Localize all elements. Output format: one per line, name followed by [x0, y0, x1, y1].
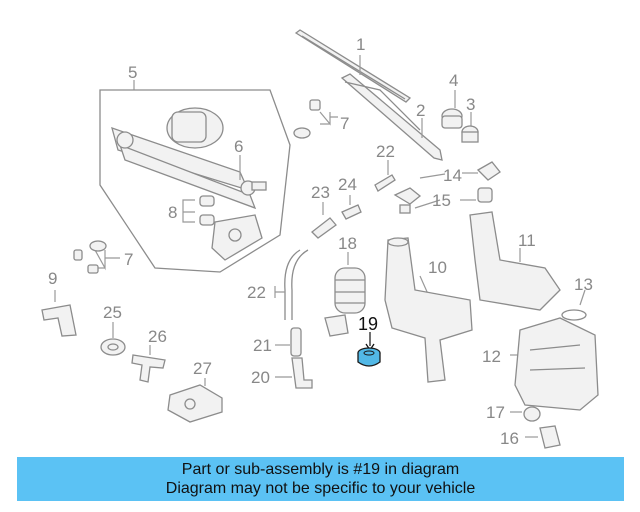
- wiper-arm: [340, 73, 443, 161]
- parts-diagram: 1 2 3 4 5 6 7 7 8 9 10 11 12 13 14 15 16…: [41, 29, 599, 449]
- label-part-22-left: 22: [247, 283, 266, 302]
- label-part-1: 1: [356, 35, 365, 54]
- hose-coupling: [275, 327, 302, 357]
- washer-hose: [274, 160, 396, 320]
- label-part-11: 11: [518, 231, 536, 250]
- wiper-blade: [294, 29, 412, 103]
- hose-elbow: [275, 357, 313, 389]
- nut-lower: [73, 240, 120, 274]
- linkage-bolt: [239, 155, 267, 191]
- nut-upper: [293, 99, 338, 139]
- label-part-18: 18: [338, 234, 357, 253]
- hose-connector: [131, 345, 166, 383]
- main-reservoir: [510, 317, 599, 411]
- wiper-nut-cap: [441, 90, 463, 129]
- info-banner: Part or sub-assembly is #19 in diagram D…: [17, 457, 624, 501]
- label-part-21: 21: [253, 336, 272, 355]
- label-part-26: 26: [148, 327, 167, 346]
- label-part-12: 12: [482, 347, 501, 366]
- nozzle-housing: [167, 378, 223, 423]
- label-part-24: 24: [338, 175, 357, 194]
- level-sensor: [525, 425, 561, 449]
- label-part-15: 15: [432, 191, 451, 210]
- label-part-10: 10: [428, 258, 447, 277]
- label-part-27: 27: [193, 359, 212, 378]
- label-part-13: 13: [574, 275, 593, 294]
- reservoir-cap: [393, 161, 501, 205]
- wiper-arm-seal: [461, 112, 479, 143]
- label-part-8: 8: [168, 203, 177, 222]
- wiper-linkage-frame: [99, 80, 291, 273]
- label-part-4: 4: [449, 71, 458, 90]
- label-part-6: 6: [234, 137, 243, 156]
- reservoir-filler-neck: [384, 237, 473, 383]
- label-part-9: 9: [48, 269, 57, 288]
- washer-pump: [324, 252, 366, 337]
- label-part-7-lower: 7: [124, 250, 133, 269]
- valve-connector: [341, 195, 362, 220]
- label-part-14: 14: [443, 166, 462, 185]
- reservoir-seal: [561, 289, 587, 321]
- linkage-bushing: [182, 195, 215, 226]
- banner-line-part: Part or sub-assembly is #19 in diagram: [181, 461, 460, 478]
- mounting-bracket: [41, 290, 77, 337]
- label-part-23: 23: [311, 183, 330, 202]
- label-part-17: 17: [486, 403, 505, 422]
- washer-pump-grommet: [357, 332, 381, 367]
- label-part-5: 5: [128, 63, 137, 82]
- label-part-16: 16: [500, 429, 519, 448]
- label-part-22-top: 22: [376, 142, 395, 161]
- label-part-20: 20: [251, 368, 270, 387]
- grommet: [100, 322, 126, 356]
- reservoir-strainer: [399, 187, 493, 214]
- label-part-25: 25: [103, 303, 122, 322]
- label-part-7-upper: 7: [340, 114, 349, 133]
- reservoir-plug: [510, 406, 541, 422]
- label-part-19: 19: [358, 314, 378, 334]
- check-valve: [311, 202, 337, 239]
- label-part-3: 3: [466, 95, 475, 114]
- banner-line-disclaimer: Diagram may not be specific to your vehi…: [165, 480, 476, 497]
- upper-reservoir: [469, 211, 561, 311]
- label-part-2: 2: [416, 101, 425, 120]
